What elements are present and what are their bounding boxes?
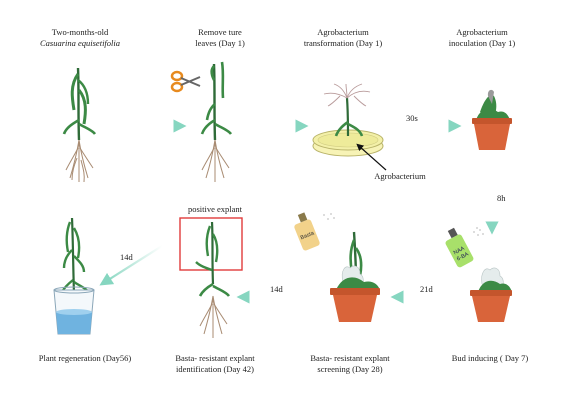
step7-line2: identification (Day 42) xyxy=(176,364,254,374)
naa-bottle-text: NAA xyxy=(453,246,466,257)
edge-label-8h: 8h xyxy=(497,193,506,203)
step2-line1: Remove ture xyxy=(198,27,242,37)
positive-explant-highlight-box xyxy=(179,217,243,271)
step6-line2: screening (Day 28) xyxy=(317,364,383,374)
positive-explant-label: positive explant xyxy=(187,204,243,214)
basta-bottle-text: Basta xyxy=(300,230,316,241)
scissors-icon xyxy=(170,70,201,93)
step4-line2: inoculation (Day 1) xyxy=(448,38,516,48)
bud-inducing-pot xyxy=(470,267,512,322)
agrobacterium-pointer xyxy=(356,143,387,171)
agrobacterium-callout: Agrobacterium xyxy=(374,171,426,181)
step8-label: Plant regeneration (Day56) xyxy=(38,353,132,363)
edge-label-30s: 30s xyxy=(406,113,418,123)
step6-line1: Basta- resistant explant xyxy=(310,353,390,363)
step6-label: Basta- resistant explant screening (Day … xyxy=(290,353,410,375)
edge-label-14d-screening: 14d xyxy=(270,284,283,294)
regenerated-plant xyxy=(60,217,90,295)
step1-label: Two-months-old Casuarina equisetifolia xyxy=(20,27,140,49)
naa-bottle-text2: 6-BA xyxy=(456,251,470,262)
basta-spray-bottle-icon: Basta xyxy=(294,212,335,251)
step1-title: Two-months-old xyxy=(51,27,109,37)
beaker xyxy=(53,286,95,335)
step4-line1: Agrobacterium xyxy=(456,27,508,37)
positive-explant-plant xyxy=(195,221,231,338)
step3-label: Agrobacterium transformation (Day 1) xyxy=(288,27,398,49)
step5-label: Bud inducing ( Day 7) xyxy=(451,353,529,363)
seedling-plant xyxy=(62,67,97,183)
cutting-in-dish xyxy=(323,83,371,137)
step7-label: Basta- resistant explant identification … xyxy=(155,353,275,375)
step3-line2: transformation (Day 1) xyxy=(303,38,383,48)
step1-species: Casuarina equisetifolia xyxy=(39,38,121,48)
step3-line1: Agrobacterium xyxy=(317,27,369,37)
arrow-7-8 xyxy=(99,245,163,286)
trimmed-plant xyxy=(200,61,233,182)
naa-spray-bottle-icon: NAA 6-BA xyxy=(445,227,484,268)
step2-label: Remove ture leaves (Day 1) xyxy=(175,27,265,49)
step4-label: Agrobacterium inoculation (Day 1) xyxy=(432,27,532,49)
inoculation-pot xyxy=(472,89,512,150)
step2-line2: leaves (Day 1) xyxy=(195,38,245,48)
screening-pot xyxy=(330,231,380,322)
edge-label-21d: 21d xyxy=(420,284,433,294)
edge-label-14d-regeneration: 14d xyxy=(120,252,133,262)
step7-line1: Basta- resistant explant xyxy=(175,353,255,363)
